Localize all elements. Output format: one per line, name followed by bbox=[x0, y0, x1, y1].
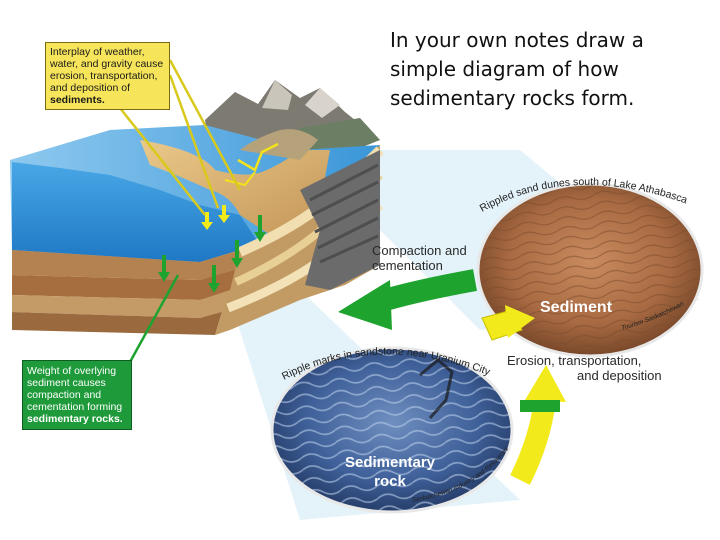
erosion-label: Erosion, transportation, and deposition bbox=[507, 353, 662, 383]
instruction-line: sedimentary rocks form. bbox=[390, 84, 710, 113]
weathering-callout: Interplay of weather, water, and gravity… bbox=[45, 42, 170, 110]
instruction-line: In your own notes draw a bbox=[390, 26, 710, 55]
callout-line: Weight of overlying bbox=[27, 365, 127, 377]
compaction-label: Compaction and cementation bbox=[372, 243, 467, 273]
instruction-note: In your own notes draw a simple diagram … bbox=[390, 26, 710, 113]
sediment-title: Sediment bbox=[540, 299, 612, 317]
compaction-callout: Weight of overlying sediment causes comp… bbox=[22, 360, 132, 430]
rock-title-line: rock bbox=[330, 472, 450, 491]
callout-line: erosion, transportation, bbox=[50, 70, 165, 82]
callout-line: water, and gravity cause bbox=[50, 58, 165, 70]
compaction-label-line: Compaction and bbox=[372, 243, 467, 258]
cycle-arrow-compaction bbox=[338, 280, 475, 330]
instruction-line: simple diagram of how bbox=[390, 55, 710, 84]
compaction-label-line: cementation bbox=[372, 258, 467, 273]
callout-line: compaction and bbox=[27, 389, 127, 401]
callout-line: sediment causes bbox=[27, 377, 127, 389]
erosion-label-line: and deposition bbox=[507, 368, 662, 383]
callout-line: sediments. bbox=[50, 94, 165, 106]
erosion-label-line: Erosion, transportation, bbox=[507, 353, 662, 368]
rock-title-line: Sedimentary bbox=[330, 453, 450, 472]
callout-line: Interplay of weather, bbox=[50, 46, 165, 58]
rock-title: Sedimentary rock bbox=[330, 453, 450, 491]
callout-line: and deposition of bbox=[50, 82, 165, 94]
callout-line: cementation forming bbox=[27, 401, 127, 413]
callout-line: sedimentary rocks. bbox=[27, 413, 127, 425]
